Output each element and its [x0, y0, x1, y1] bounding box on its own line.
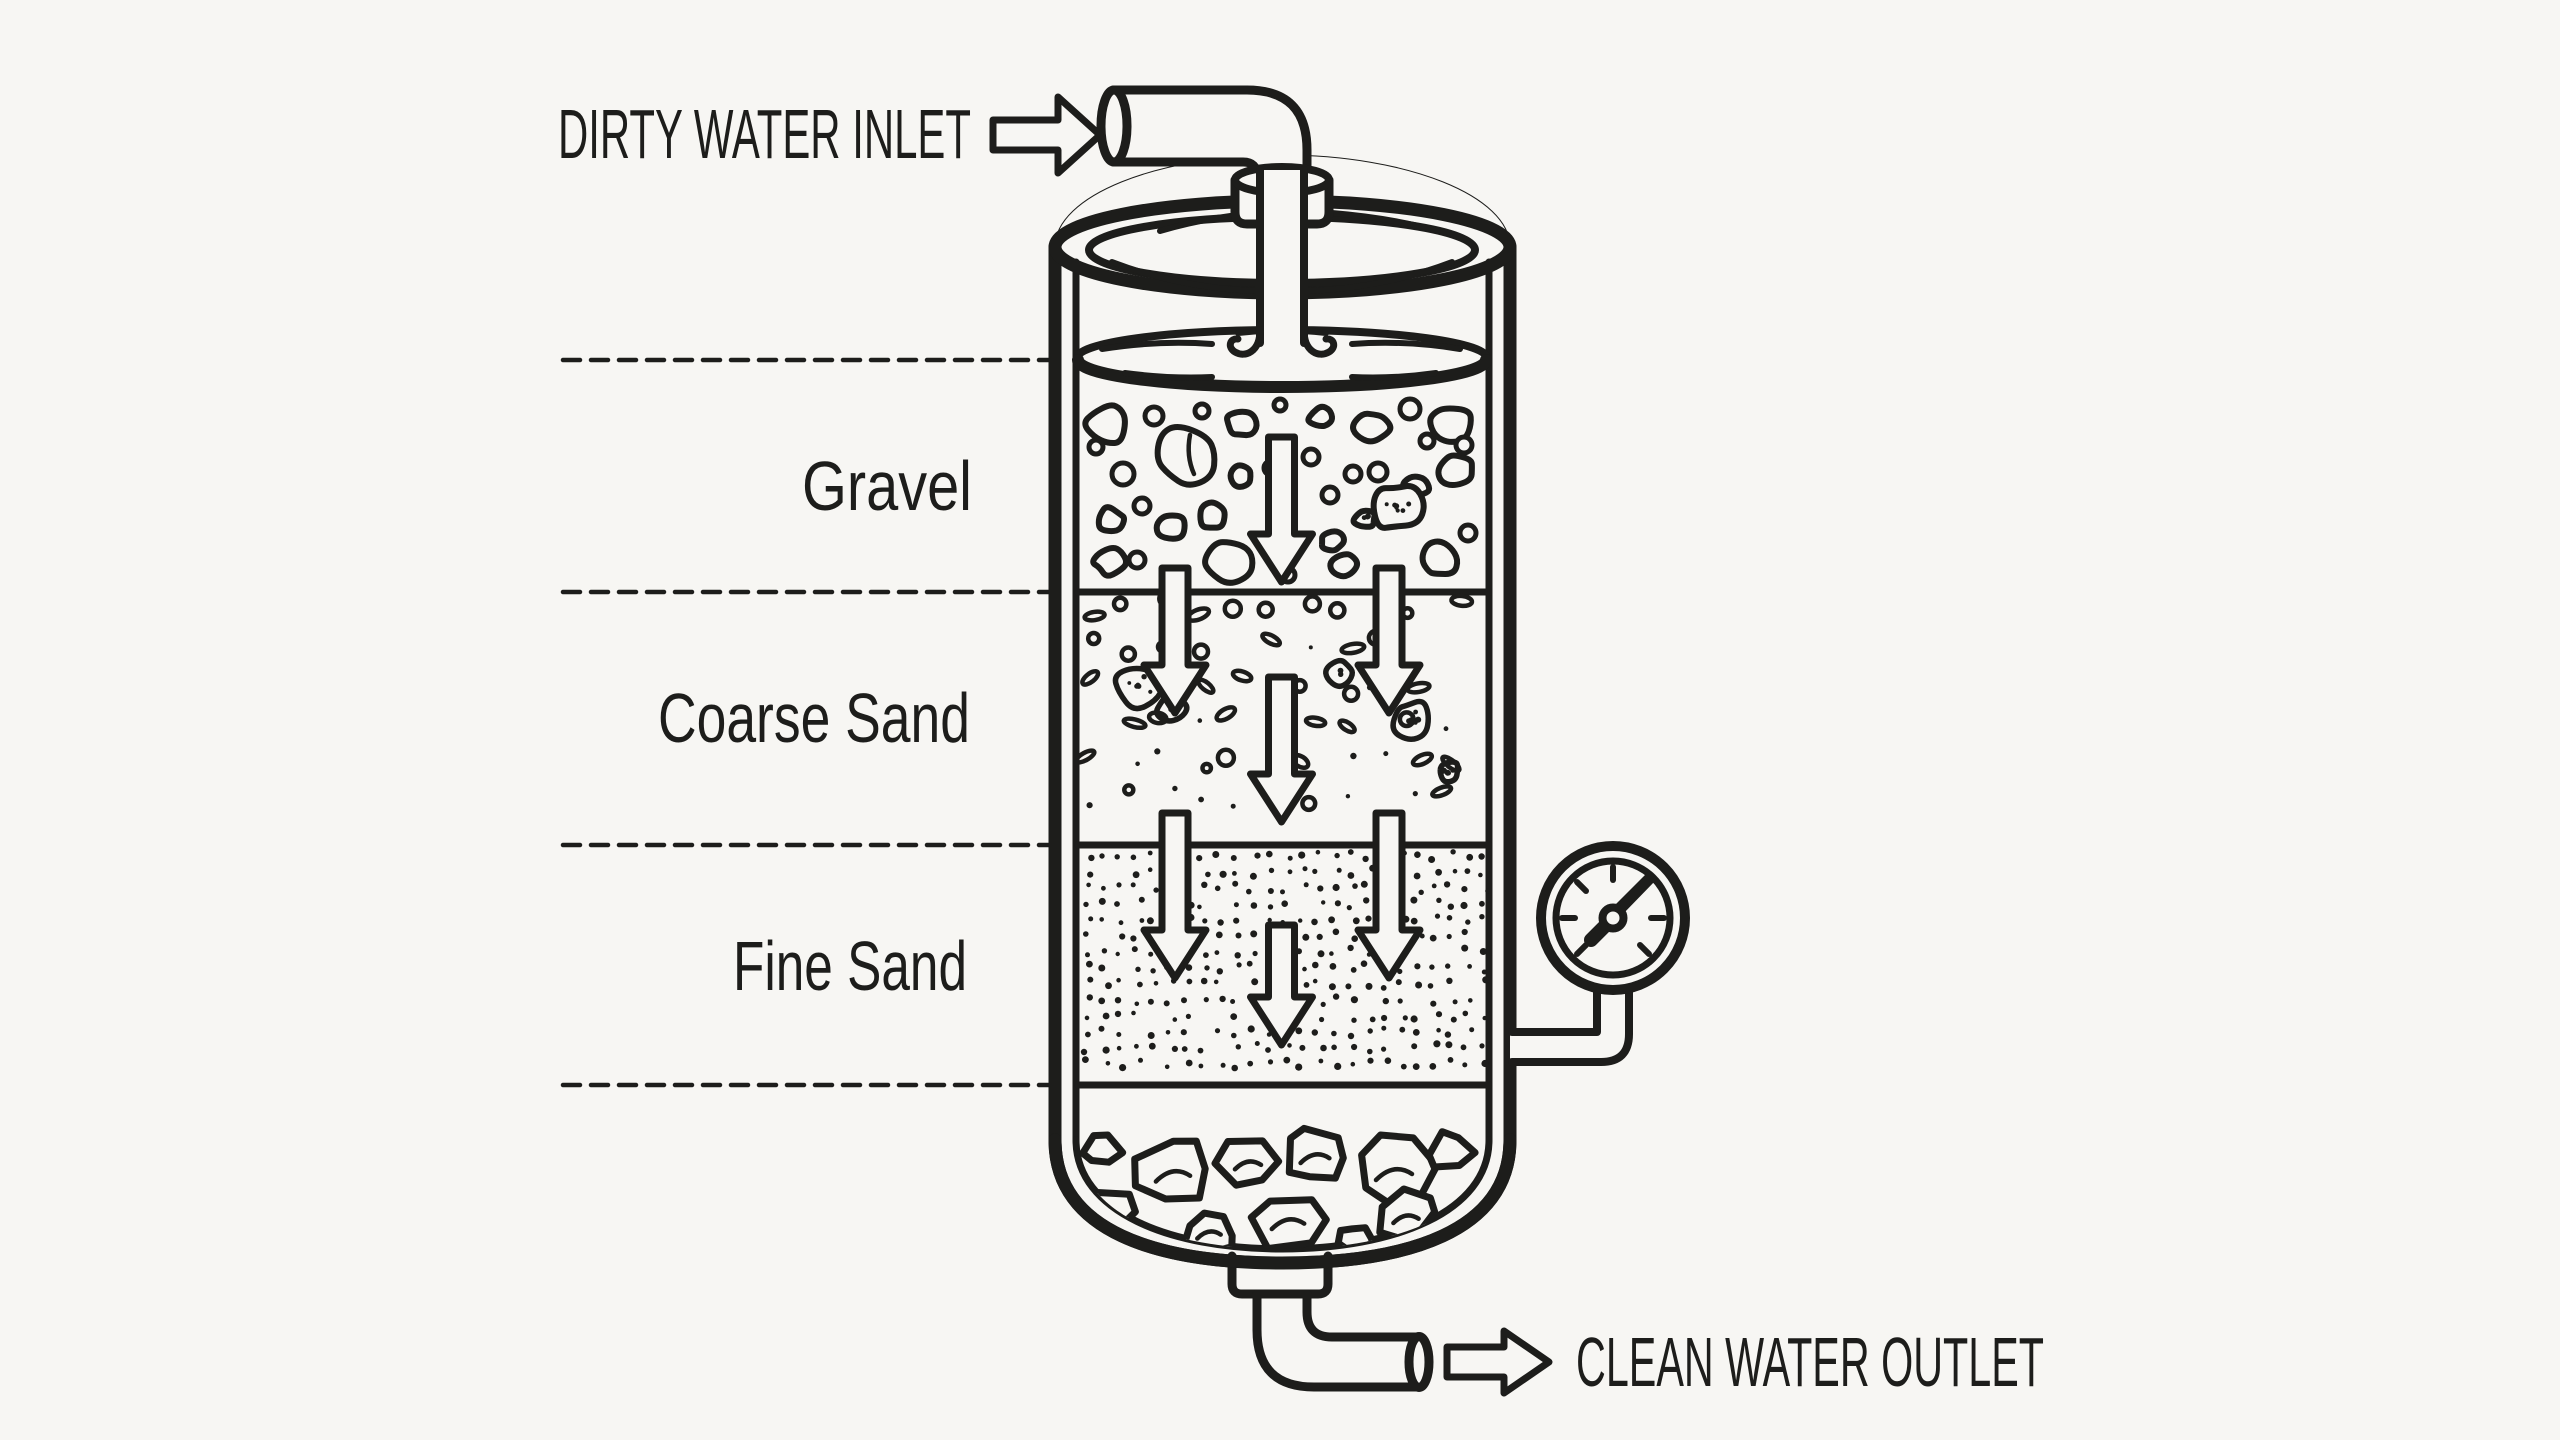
gauge-pipe-outer-edge [1508, 978, 1633, 1066]
flow-arrow-down-icon [1140, 564, 1210, 717]
water-ripple-4 [1349, 370, 1439, 381]
inlet-swirl-left [1226, 326, 1264, 358]
fine-sand-label: Fine Sand [733, 927, 967, 1005]
outlet-pipe [1048, 1133, 1517, 1392]
inlet-pipe-opening [1096, 85, 1132, 167]
fine-sand-layer-texture [1080, 848, 1489, 1072]
inlet-pipe-elbow [1108, 85, 1312, 183]
coarse-sand-layer-texture [1078, 589, 1475, 813]
flow-arrow-down-icon [1247, 433, 1316, 586]
gauge-pipe-inner-edge [1508, 978, 1601, 1036]
rim-detail-arc-2 [1329, 210, 1441, 234]
gauge-hub [1598, 903, 1628, 933]
water-ripple-1 [1099, 339, 1215, 352]
gauge-needle-tail [1584, 919, 1612, 947]
outlet-arrow-icon [1443, 1327, 1553, 1397]
pressure-gauge-icon [1508, 841, 1690, 1066]
outlet-pipe-elbow [1252, 1289, 1424, 1392]
flow-arrow-down-icon [1354, 809, 1424, 982]
inlet-pipe [1096, 85, 1338, 358]
gauge-ticks [1559, 864, 1667, 957]
tank-bottom-restroke [1048, 1133, 1517, 1270]
water-ripple-3 [1122, 370, 1215, 381]
flow-arrow-down-icon [1140, 809, 1210, 982]
inlet-drop-tube-fill [1260, 170, 1304, 343]
flow-direction-arrows [1140, 433, 1424, 1049]
layer-leader-lines [560, 357, 1053, 1088]
outlet-pipe-opening [1404, 1332, 1434, 1392]
inlet-arrow-icon [989, 93, 1104, 177]
water-ripple-2 [1349, 339, 1463, 352]
gravel-layer-texture [1082, 396, 1479, 586]
gravel-label: Gravel [802, 447, 972, 525]
rim-detail-arc-4 [1305, 259, 1455, 294]
flow-arrow-down-icon [1354, 564, 1424, 717]
dirty-water-inlet-label: DIRTY WATER INLET [558, 95, 971, 173]
flow-arrow-down-icon [1247, 921, 1316, 1049]
rim-detail-arc-3 [1109, 259, 1259, 294]
inlet-swirl-right [1300, 326, 1338, 358]
clean-water-outlet-label: CLEAN WATER OUTLET [1576, 1323, 2044, 1401]
flow-arrow-down-icon [1247, 673, 1316, 826]
water-surface-front-edge [1072, 354, 1492, 393]
water-surface [1072, 326, 1492, 393]
layer-boundaries [1074, 588, 1493, 1089]
inlet-drop-tube [1256, 166, 1308, 347]
coarse-sand-label: Coarse Sand [658, 679, 970, 757]
